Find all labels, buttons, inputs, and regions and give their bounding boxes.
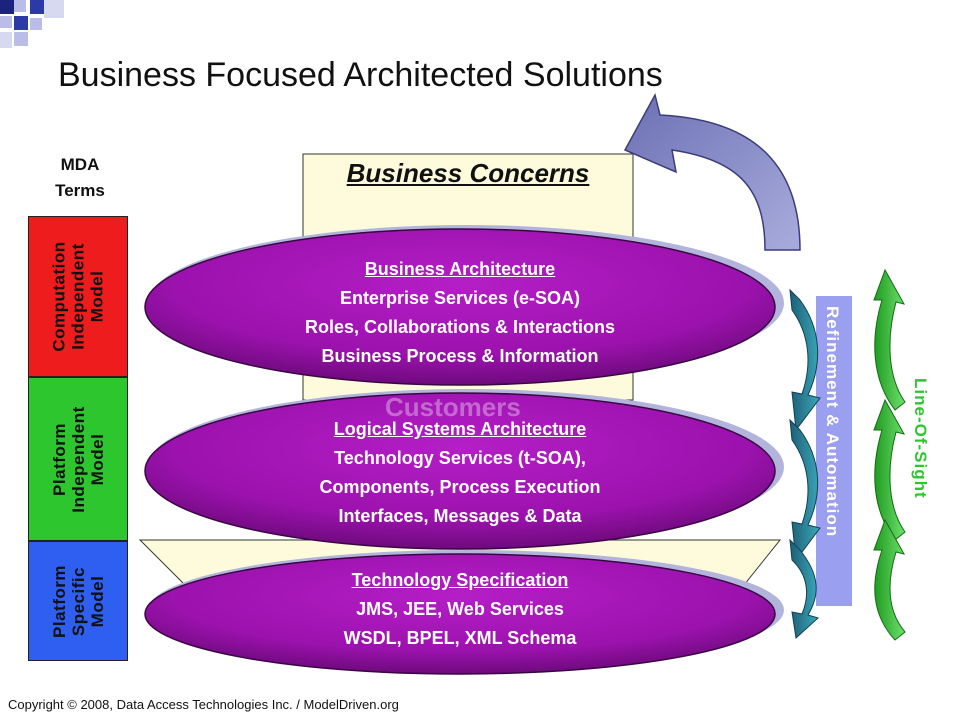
mda-terms-heading: MDA Terms — [55, 155, 105, 200]
layer-line: WSDL, BPEL, XML Schema — [343, 628, 577, 648]
layer-line: Business Process & Information — [321, 346, 599, 366]
copyright-notice: Copyright © 2008, Data Access Technologi… — [8, 697, 399, 712]
layer-line: Technology Services (t-SOA), — [334, 448, 586, 468]
mda-box-computation-independent: Computation Independent Model — [28, 216, 128, 377]
mda-box-platform-specific: Platform Specific Model — [28, 541, 128, 661]
teal-curved-arrow-icon — [789, 538, 819, 639]
corner-decoration-square — [0, 0, 14, 14]
green-curved-arrow-icon — [873, 398, 906, 541]
line-of-sight-label: Line-Of-Sight — [911, 378, 930, 499]
layer-line: Interfaces, Messages & Data — [338, 506, 582, 526]
logical-systems-architecture-heading: Logical Systems Architecture — [333, 419, 587, 439]
technology-specification-ellipse — [144, 553, 776, 675]
corner-decoration-square — [14, 16, 28, 30]
refinement-automation-label: Refinement & Automation — [823, 306, 842, 538]
teal-curved-arrow-icon — [789, 288, 821, 432]
layer-line: JMS, JEE, Web Services — [356, 599, 564, 619]
logical-systems-architecture-ellipse — [144, 392, 776, 550]
business-concerns-title: Business Concerns — [346, 158, 590, 188]
green-curved-arrow-icon — [873, 268, 906, 411]
logical-systems-architecture-text: Logical Systems Architecture Technology … — [180, 415, 740, 531]
big-curved-arrow-icon — [623, 92, 801, 251]
layer-line: Enterprise Services (e-SOA) — [339, 288, 581, 308]
refinement-automation-panel — [816, 296, 852, 606]
business-architecture-text: Business Architecture Enterprise Service… — [180, 255, 740, 371]
corner-decoration-square — [14, 32, 28, 46]
layer-line: Components, Process Execution — [319, 477, 601, 497]
teal-curved-arrow-icon — [789, 418, 821, 562]
business-architecture-ellipse — [144, 228, 776, 386]
corner-decoration-square — [30, 0, 44, 14]
mda-box-platform-independent: Platform Independent Model — [28, 377, 128, 541]
layer-line: Roles, Collaborations & Interactions — [304, 317, 616, 337]
page-title: Business Focused Architected Solutions — [58, 56, 663, 94]
corner-decoration-square — [44, 0, 64, 18]
corner-decoration-square — [30, 18, 42, 30]
corner-decoration-square — [0, 32, 12, 48]
customers-faded-text: Customers — [385, 392, 521, 422]
technology-specification-heading: Technology Specification — [351, 570, 569, 590]
corner-decoration-square — [14, 0, 26, 12]
technology-specification-text: Technology Specification JMS, JEE, Web S… — [180, 566, 740, 653]
business-architecture-heading: Business Architecture — [364, 259, 556, 279]
green-curved-arrow-icon — [873, 518, 906, 641]
corner-decoration-square — [0, 16, 12, 28]
